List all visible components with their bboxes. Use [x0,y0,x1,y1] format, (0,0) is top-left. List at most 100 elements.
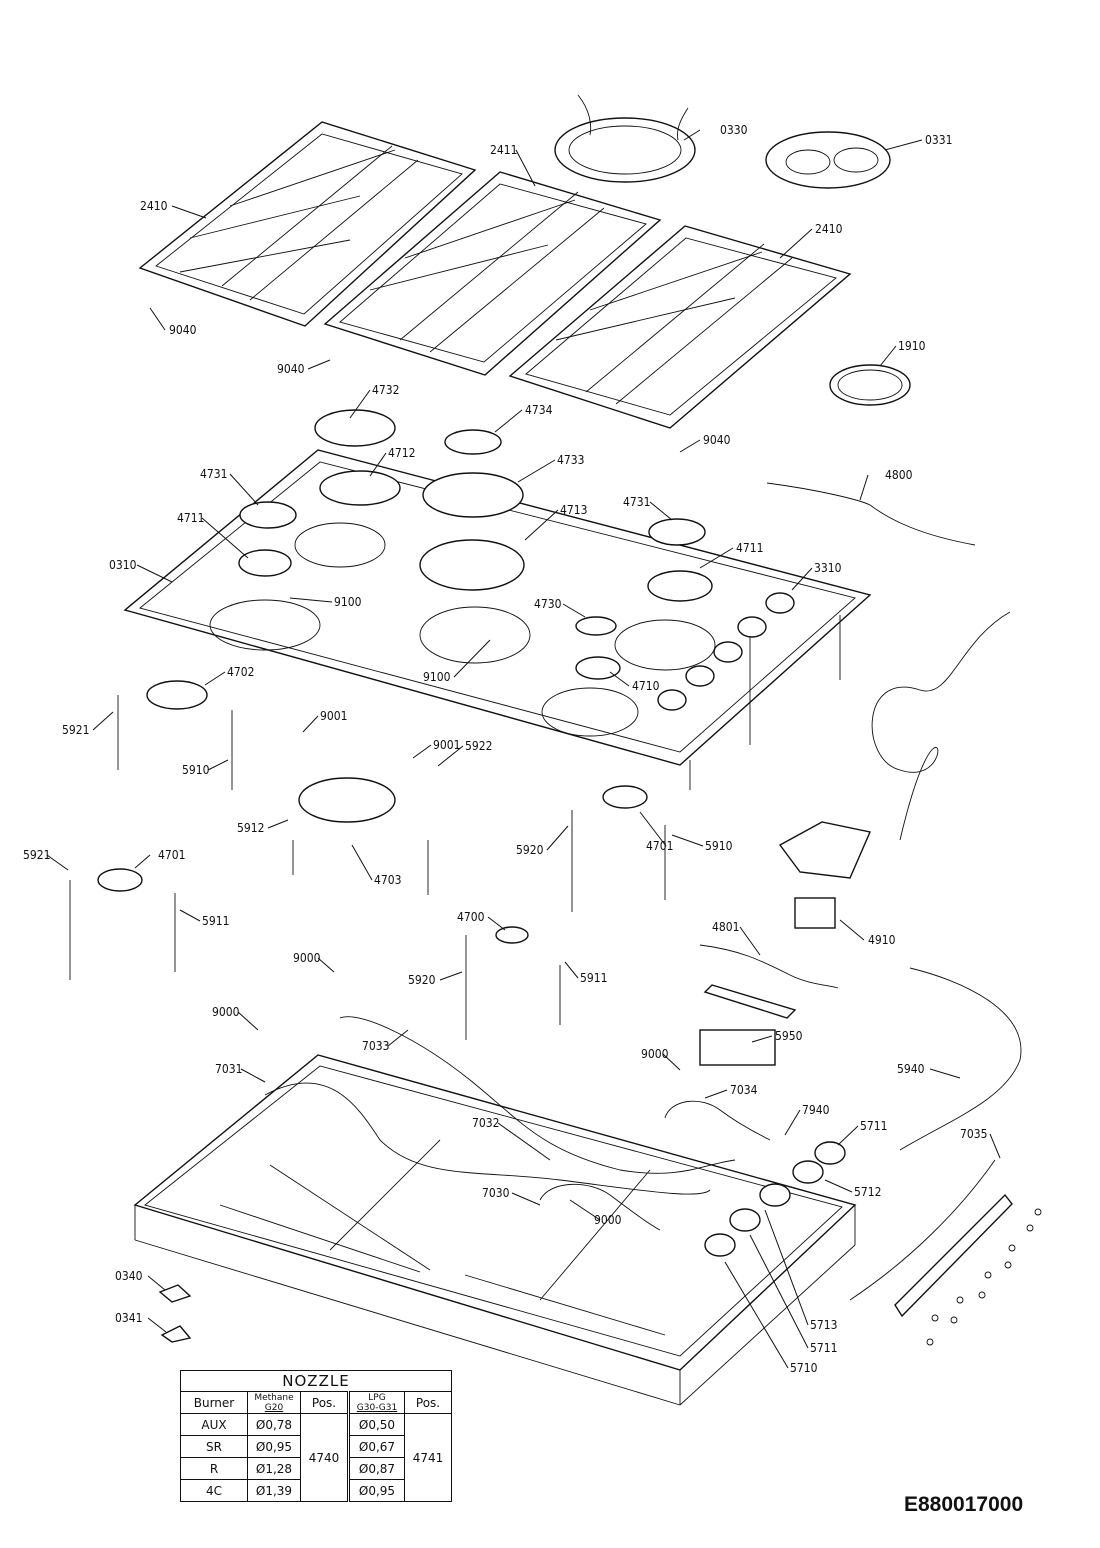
callout-2410-right: 2410 [815,222,843,236]
callout-0331: 0331 [925,133,952,147]
power-cable [766,482,1011,841]
callout-5710: 5710 [790,1361,818,1375]
col-methane: Methane G20 [247,1391,301,1414]
callout-9000-c: 9000 [641,1047,669,1061]
callout-4711-right: 4711 [736,541,763,555]
mounting-bracket [894,1193,1013,1318]
col-methane-top: Methane [254,1392,294,1403]
callout-9000-b: 9000 [212,1005,240,1019]
callout-4710: 4710 [632,679,660,693]
col-burner: Burner [180,1391,248,1414]
spark-generator [699,984,797,1066]
callout-2411: 2411 [490,143,517,157]
callout-4713: 4713 [560,503,587,517]
callout-4700: 4700 [457,910,485,924]
callout-4701-right: 4701 [646,839,673,853]
callout-5921-bottom: 5921 [23,848,50,862]
wok-adapter-ring [829,364,911,406]
callout-4733: 4733 [557,453,584,467]
col-lpg: LPG G30-G31 [347,1391,405,1414]
pan-support-right [508,225,852,429]
callout-9040-right: 9040 [703,433,731,447]
callout-5712: 5712 [854,1185,881,1199]
wok-ring [554,94,696,183]
callout-4800: 4800 [885,468,913,482]
col-methane-bottom: G20 [264,1402,284,1413]
callout-7031: 7031 [215,1062,242,1076]
callout-5911-left: 5911 [202,914,229,928]
callout-9100-bottom: 9100 [423,670,451,684]
nozzle-table-title: NOZZLE [180,1370,452,1392]
leader-lines [46,129,1001,1369]
callout-4801: 4801 [712,920,739,934]
burner-bodies [97,680,648,944]
col-lpg-top: LPG [368,1392,386,1403]
callout-9001-right: 9001 [433,738,460,752]
ignition-module [778,821,871,929]
cell-burner: SR [180,1435,248,1458]
callout-4734: 4734 [525,403,553,417]
ignition-cable-4801 [699,944,839,989]
cell-burner: AUX [180,1413,248,1436]
callout-9000-d: 9000 [594,1213,622,1227]
cell-methane: Ø1,28 [247,1457,301,1480]
ignition-harness [899,967,1022,1151]
callout-4703: 4703 [374,873,401,887]
cell-methane: Ø0,95 [247,1435,301,1458]
callout-5711-top: 5711 [860,1119,887,1133]
pan-support-center [323,171,662,376]
chassis-tray [133,1054,857,1406]
cell-methane: Ø0,78 [247,1413,301,1436]
callout-0340: 0340 [115,1269,143,1283]
nozzle-table: NOZZLE Burner Methane G20 Pos. LPG G30-G… [180,1370,452,1502]
callout-5711-bottom: 5711 [810,1341,837,1355]
col-pos-1: Pos. [300,1391,349,1414]
callout-4910: 4910 [868,933,896,947]
cell-lpg: Ø0,50 [347,1413,405,1436]
callout-5922: 5922 [465,739,492,753]
cell-lpg: Ø0,67 [347,1435,405,1458]
callout-labels: 0330 0331 2411 2410 2410 9040 9040 9040 … [23,123,987,1375]
col-pos-2: Pos. [404,1391,452,1414]
callout-4701-left: 4701 [158,848,185,862]
callout-9000-a: 9000 [293,951,321,965]
callout-5920-bottom: 5920 [408,973,436,987]
callout-9001-left: 9001 [320,709,347,723]
col-lpg-bottom: G30-G31 [356,1402,398,1413]
callout-3310: 3310 [814,561,842,575]
callout-5950: 5950 [775,1029,803,1043]
callout-5911-right: 5911 [580,971,607,985]
callout-5912: 5912 [237,821,264,835]
cell-lpg: Ø0,87 [347,1457,405,1480]
callout-2410-left: 2410 [140,199,168,213]
callout-5713: 5713 [810,1318,837,1332]
gas-valves [704,1141,846,1257]
simmer-plate [765,131,891,189]
callout-5910-right: 5910 [705,839,733,853]
callout-4732: 4732 [372,383,399,397]
clamps-0340-0341 [158,1284,192,1343]
pan-support-left [138,121,477,327]
callout-1910: 1910 [898,339,926,353]
callout-0310: 0310 [109,558,137,572]
callout-9040-center: 9040 [277,362,305,376]
thermocouples [69,695,666,1040]
callout-7033: 7033 [362,1039,389,1053]
control-knobs [657,592,795,711]
callout-0330: 0330 [720,123,748,137]
callout-5910-left: 5910 [182,763,210,777]
callout-7034: 7034 [730,1083,758,1097]
table-row: AUX Ø0,78 4740 Ø0,50 4741 [180,1413,452,1502]
table-row: 4C Ø1,39 Ø0,95 [180,1479,452,1502]
callout-4702: 4702 [227,665,254,679]
callout-7035: 7035 [960,1127,987,1141]
callout-5921-top: 5921 [62,723,89,737]
callout-7940: 7940 [802,1103,830,1117]
drawing-code: E880017000 [904,1493,1024,1516]
callout-4730: 4730 [534,597,562,611]
callout-4712: 4712 [388,446,415,460]
cell-lpg: Ø0,95 [347,1479,405,1502]
callout-4731-right: 4731 [623,495,650,509]
callout-4731-left: 4731 [200,467,227,481]
